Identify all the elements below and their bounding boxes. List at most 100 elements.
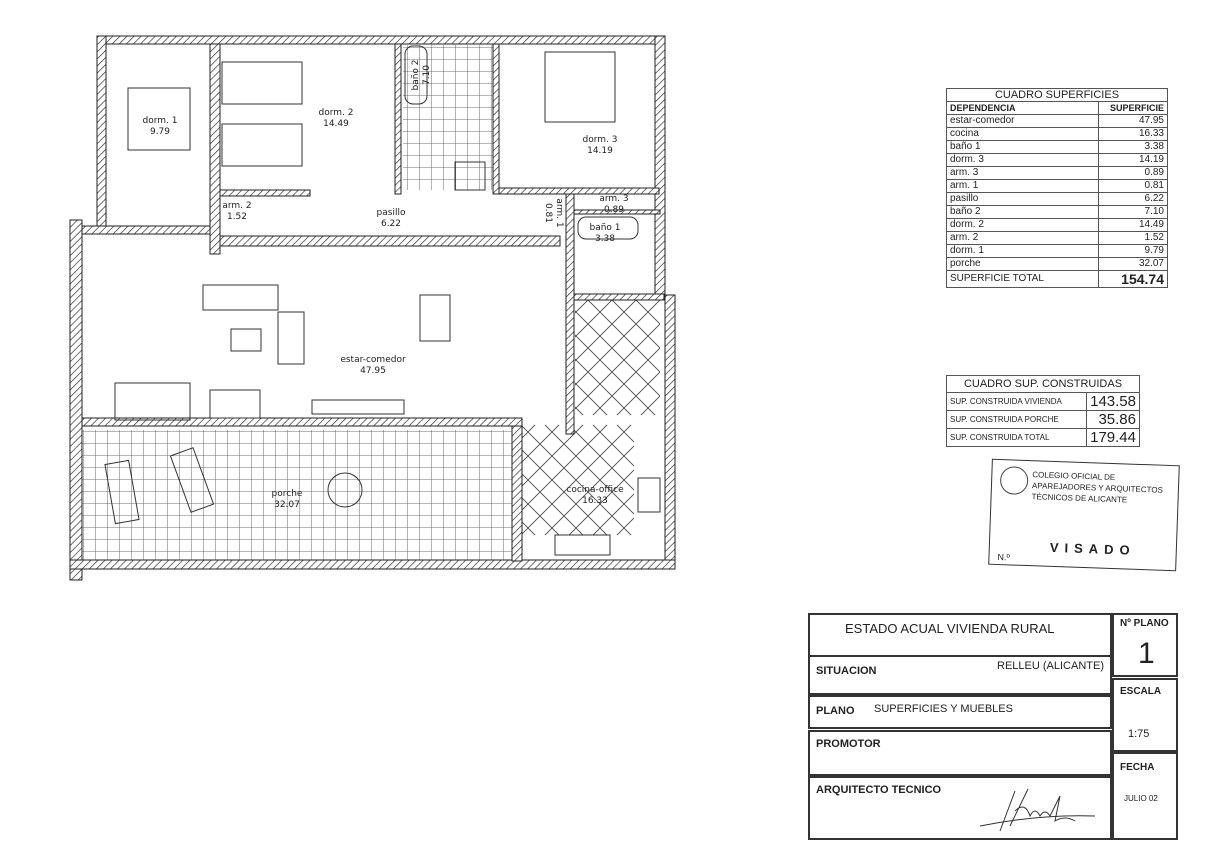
room-area: 0.89 [604, 205, 624, 215]
superficie-cell: 9.79 [1098, 244, 1168, 258]
room-area: 16.33 [582, 496, 608, 506]
room-name: arm. 3 [599, 194, 628, 204]
column-header: DEPENDENCIA [946, 101, 1099, 115]
room-label: baño 13.38 [589, 223, 620, 244]
fecha-label: FECHA [1120, 762, 1155, 773]
furniture [104, 45, 661, 556]
room-area: 47.95 [360, 366, 386, 376]
room-name: cocina-office [566, 485, 624, 495]
room-label: dorm. 214.49 [319, 108, 354, 129]
room-area: 7.10 [422, 65, 432, 85]
room-area: 32.07 [274, 500, 300, 510]
nplano-value: 1 [1138, 637, 1155, 670]
total-label: SUPERFICIE TOTAL [946, 270, 1099, 288]
stamp-number-label: N.º [997, 552, 1010, 563]
room-label: dorm. 19.79 [143, 116, 178, 137]
table-title: CUADRO SUP. CONSTRUIDAS [946, 375, 1140, 393]
college-logo-icon [999, 466, 1029, 496]
project-title: ESTADO ACUAL VIVIENDA RURAL [845, 621, 1055, 636]
room-name: dorm. 1 [143, 116, 178, 126]
concept-cell: SUP. CONSTRUIDA TOTAL [946, 428, 1087, 447]
cuadro-superficies-table: CUADRO SUPERFICIES DEPENDENCIA SUPERFICIE… [946, 88, 1168, 288]
dependencia-cell: cocina [946, 127, 1099, 141]
room-name: estar-comedor [340, 355, 406, 365]
value-cell: 179.44 [1086, 428, 1140, 447]
dependencia-cell: porche [946, 257, 1099, 271]
value-cell: 143.58 [1086, 392, 1140, 411]
arquitecto-label: ARQUITECTO TECNICO [816, 784, 942, 796]
concept-cell: SUP. CONSTRUIDA VIVIENDA [946, 392, 1087, 411]
room-area: 14.19 [587, 146, 613, 156]
dependencia-cell: arm. 1 [946, 179, 1099, 193]
superficie-cell: 3.38 [1098, 140, 1168, 154]
cuadro-construidas-table: CUADRO SUP. CONSTRUIDAS SUP. CONSTRUIDA … [946, 375, 1140, 447]
room-name: baño 1 [589, 223, 620, 233]
dependencia-cell: dorm. 3 [946, 153, 1099, 167]
concept-cell: SUP. CONSTRUIDA PORCHE [946, 410, 1087, 429]
dependencia-cell: baño 2 [946, 205, 1099, 219]
room-area: 6.22 [381, 219, 401, 229]
room-area: 14.49 [323, 119, 349, 129]
table-title: CUADRO SUPERFICIES [946, 88, 1168, 102]
situacion-value: RELLEU (ALICANTE) [997, 660, 1104, 672]
superficie-cell: 0.89 [1098, 166, 1168, 180]
superficie-cell: 16.33 [1098, 127, 1168, 141]
dependencia-cell: dorm. 2 [946, 218, 1099, 232]
superficie-cell: 32.07 [1098, 257, 1168, 271]
dependencia-cell: baño 1 [946, 140, 1099, 154]
room-name: pasillo [377, 208, 406, 218]
plano-value: SUPERFICIES Y MUEBLES [874, 703, 1013, 715]
room-area: 1.52 [227, 212, 247, 222]
dependencia-cell: dorm. 1 [946, 244, 1099, 258]
superficie-cell: 14.19 [1098, 153, 1168, 167]
superficie-cell: 6.22 [1098, 192, 1168, 206]
stamp-visado: VISADO [1049, 539, 1136, 558]
room-name: dorm. 3 [583, 135, 618, 145]
escala-label: ESCALA [1120, 686, 1162, 697]
dependencia-cell: arm. 2 [946, 231, 1099, 245]
value-cell: 35.86 [1086, 410, 1140, 429]
dependencia-cell: estar-comedor [946, 114, 1099, 128]
room-area: 9.79 [150, 127, 170, 137]
walls [69, 35, 676, 581]
fecha-value: JULIO 02 [1124, 794, 1158, 803]
total-value: 154.74 [1098, 270, 1168, 288]
room-area: 0.81 [543, 203, 553, 223]
room-name: dorm. 2 [319, 108, 354, 118]
room-area: 3.38 [595, 234, 615, 244]
kitchen-tiles [522, 425, 634, 535]
nplano-label: Nº PLANO [1120, 618, 1169, 629]
porch-tiles [82, 430, 512, 565]
room-name: baño 2 [411, 59, 421, 90]
situacion-label: SITUACION [816, 665, 877, 677]
room-label: arm. 21.52 [222, 201, 251, 222]
dependencia-cell: arm. 3 [946, 166, 1099, 180]
promotor-label: PROMOTOR [816, 738, 881, 750]
kitchen-tiles [575, 300, 660, 415]
room-label: arm. 10.81 [543, 198, 564, 227]
room-name: porche [272, 489, 303, 499]
superficie-cell: 14.49 [1098, 218, 1168, 232]
bath-tiles [403, 45, 493, 190]
plano-label: PLANO [816, 705, 855, 717]
room-name: arm. 2 [222, 201, 251, 211]
superficie-cell: 47.95 [1098, 114, 1168, 128]
